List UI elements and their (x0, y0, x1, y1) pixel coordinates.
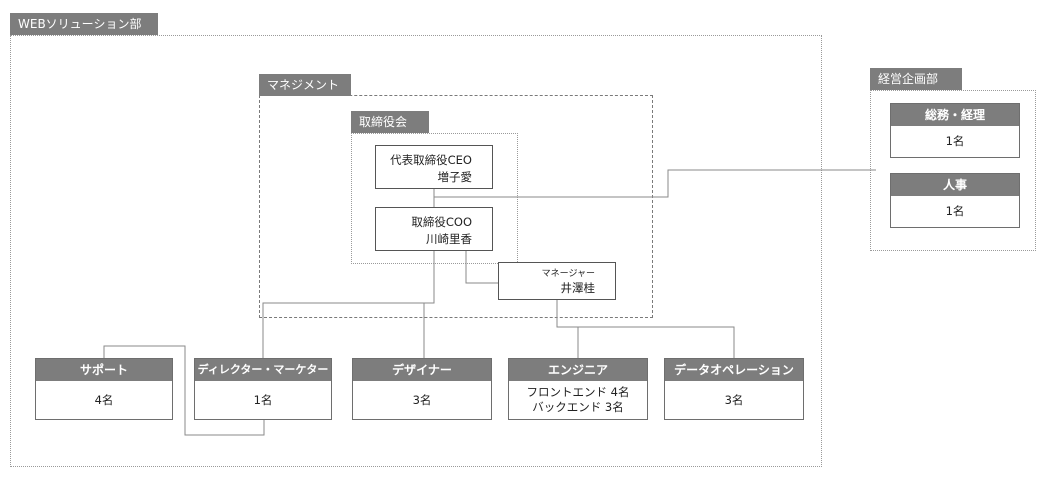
card-count: 4名 (94, 392, 114, 407)
coo-box: 取締役COO 川崎里香 (375, 207, 493, 251)
web-solution-region (10, 35, 822, 467)
coo-team-connector (262, 251, 435, 358)
card-count: 3名 (724, 392, 744, 407)
support-director-loop (103, 345, 265, 436)
ceo-name: 増子愛 (437, 170, 473, 184)
management-label: マネジメント (259, 74, 351, 96)
card-title: デザイナー (353, 359, 491, 381)
card-count: 1名 (945, 134, 965, 148)
team-card-data-operation: データオペレーション 3名 (664, 358, 804, 420)
dataop-connector (578, 326, 735, 358)
ceo-role: 代表取締役CEO (390, 153, 472, 167)
planning-label: 経営企画部 (870, 68, 962, 90)
ceo-planning-connector (433, 169, 876, 198)
card-line-backend: バックエンド 3名 (532, 400, 624, 414)
manager-team-connector (556, 300, 579, 358)
management-region (259, 95, 653, 318)
planning-card-general-affairs: 総務・経理 1名 (890, 103, 1020, 158)
team-card-director-marketer: ディレクター・マーケター 1名 (194, 358, 332, 420)
planning-card-hr: 人事 1名 (890, 173, 1020, 228)
card-count: 1名 (945, 204, 965, 218)
board-label: 取締役会 (351, 111, 429, 133)
team-card-engineer: エンジニア フロントエンド 4名 バックエンド 3名 (508, 358, 648, 420)
card-count: 3名 (412, 392, 432, 407)
card-title: 人事 (891, 174, 1019, 196)
card-title: サポート (36, 359, 172, 381)
manager-name: 井澤桂 (560, 281, 596, 295)
card-title: データオペレーション (665, 359, 803, 381)
team-card-support: サポート 4名 (35, 358, 173, 420)
manager-role: マネージャー (541, 269, 595, 279)
ceo-box: 代表取締役CEO 増子愛 (375, 145, 493, 189)
coo-role: 取締役COO (411, 215, 472, 229)
team-card-designer: デザイナー 3名 (352, 358, 492, 420)
coo-name: 川崎里香 (426, 232, 472, 246)
card-title: ディレクター・マーケター (195, 359, 331, 381)
web-solution-label: WEBソリューション部 (10, 13, 158, 35)
card-title: 総務・経理 (891, 104, 1019, 126)
card-line-frontend: フロントエンド 4名 (526, 385, 630, 399)
card-title: エンジニア (509, 359, 647, 381)
card-count: 1名 (253, 392, 273, 407)
manager-box: マネージャー 井澤桂 (498, 262, 616, 300)
coo-manager-connector (465, 251, 498, 284)
